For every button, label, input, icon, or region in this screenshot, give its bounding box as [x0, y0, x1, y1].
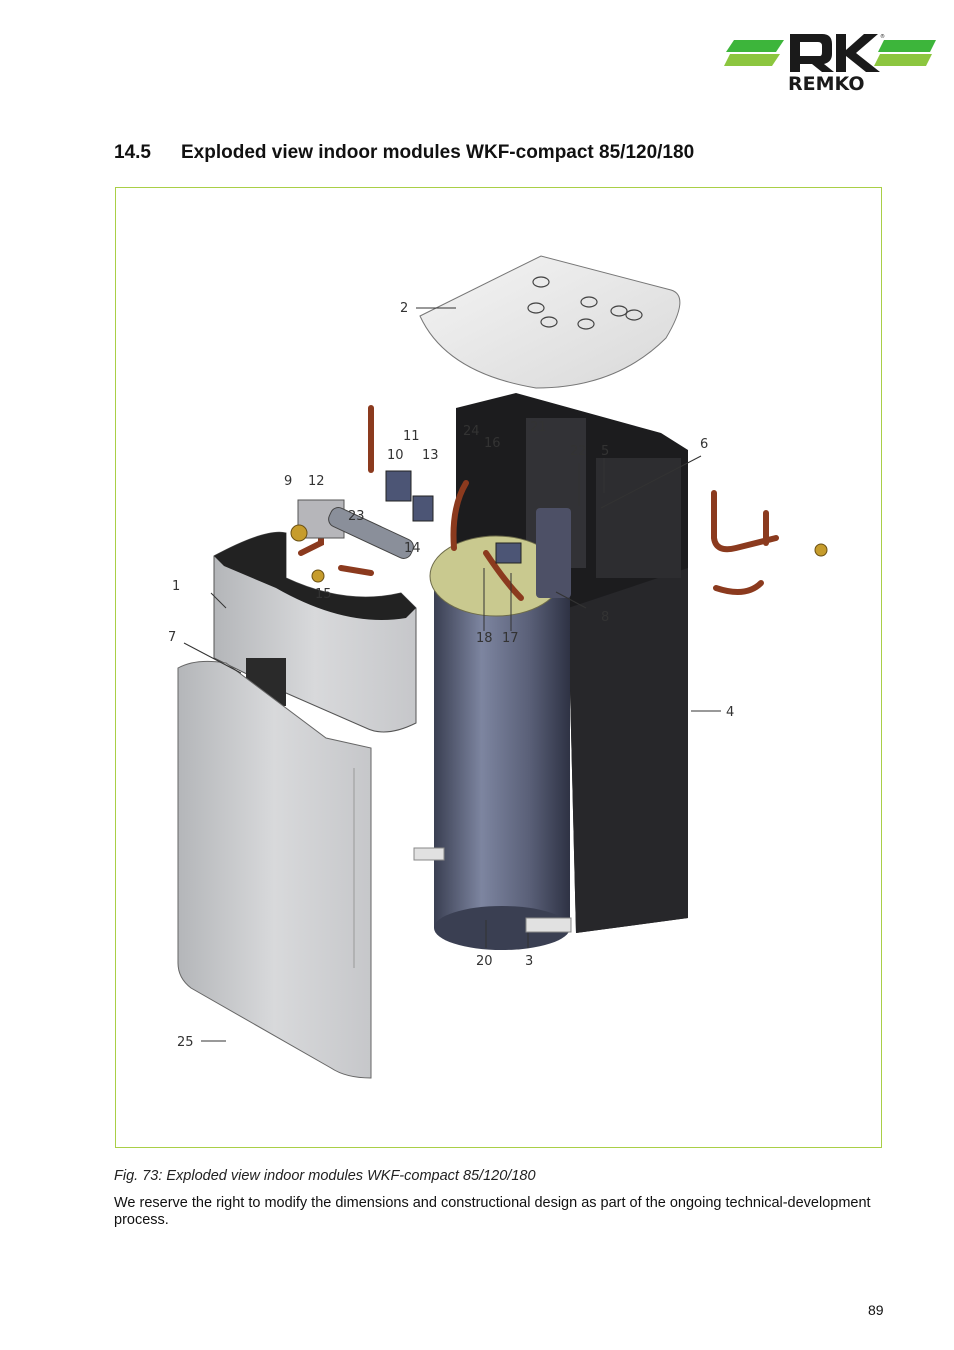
leader-lines [183, 307, 721, 1042]
storage-tank [413, 508, 572, 950]
section-title: Exploded view indoor modules WKF-compact… [181, 142, 695, 163]
callout-7: 7 [168, 630, 176, 645]
callout-16: 16 [484, 436, 501, 451]
callout-11: 11 [403, 429, 420, 444]
logo-wordmark: REMKO [788, 73, 865, 94]
callout-25: 25 [177, 1035, 194, 1050]
exploded-view-drawing: 1 2 3 4 5 6 7 8 9 10 11 12 13 14 15 16 1… [168, 255, 828, 1079]
callout-4: 4 [726, 705, 734, 720]
callout-14: 14 [404, 541, 421, 556]
callout-15: 15 [315, 587, 332, 602]
callout-18: 18 [476, 631, 493, 646]
callout-24: 24 [463, 424, 480, 439]
valves-and-pumps [290, 470, 828, 583]
callout-9: 9 [284, 474, 292, 489]
figure-caption: Fig. 73: Exploded view indoor modules WK… [114, 1168, 536, 1184]
callout-21: 21 [530, 420, 547, 435]
callout-10: 10 [387, 448, 404, 463]
front-upper-cover [213, 531, 417, 733]
callout-6: 6 [700, 437, 708, 452]
figure-exploded-view: 1 2 3 4 5 6 7 8 9 10 11 12 13 14 15 16 1… [115, 187, 882, 1148]
callout-1: 1 [172, 579, 180, 594]
front-lower-panel [177, 660, 372, 1079]
disclaimer-note: We reserve the right to modify the dimen… [114, 1195, 871, 1228]
callout-2: 2 [400, 301, 408, 316]
section-number: 14.5 [114, 142, 151, 163]
callout-20: 20 [476, 954, 493, 969]
remko-logo: REMKO ® [724, 30, 938, 95]
top-cover [419, 255, 681, 389]
callout-5: 5 [601, 444, 609, 459]
svg-text:®: ® [880, 33, 885, 40]
callout-3: 3 [525, 954, 533, 969]
section-heading: 14.5 Exploded view indoor modules WKF-com… [114, 142, 694, 164]
callout-13: 13 [422, 448, 439, 463]
callout-22: 22 [570, 444, 587, 459]
callout-17: 17 [502, 631, 519, 646]
callout-23: 23 [348, 509, 365, 524]
hydraulic-components [298, 405, 779, 601]
page-number: 89 [868, 1302, 884, 1318]
callout-12: 12 [308, 474, 325, 489]
rear-housing [456, 393, 688, 933]
callout-8: 8 [601, 610, 609, 625]
